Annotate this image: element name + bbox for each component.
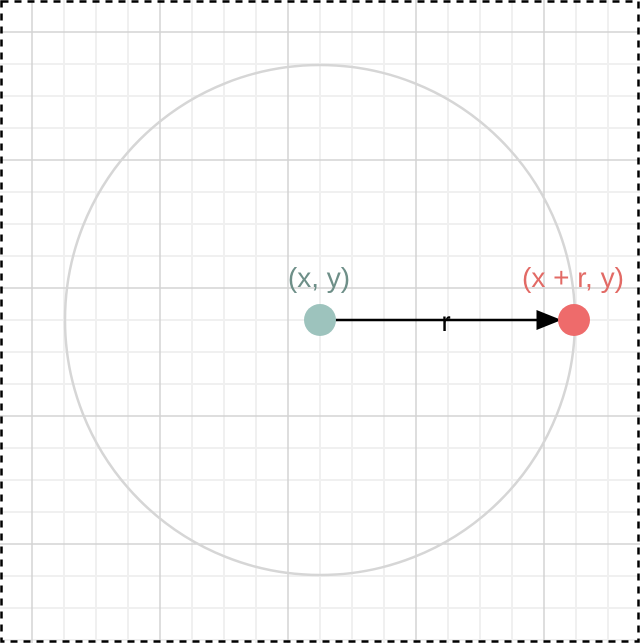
center-label: (x, y) — [288, 262, 350, 293]
radius-label: r — [441, 306, 450, 337]
center-point — [304, 304, 336, 336]
edge-label: (x + r, y) — [522, 262, 624, 293]
edge-point — [558, 304, 590, 336]
